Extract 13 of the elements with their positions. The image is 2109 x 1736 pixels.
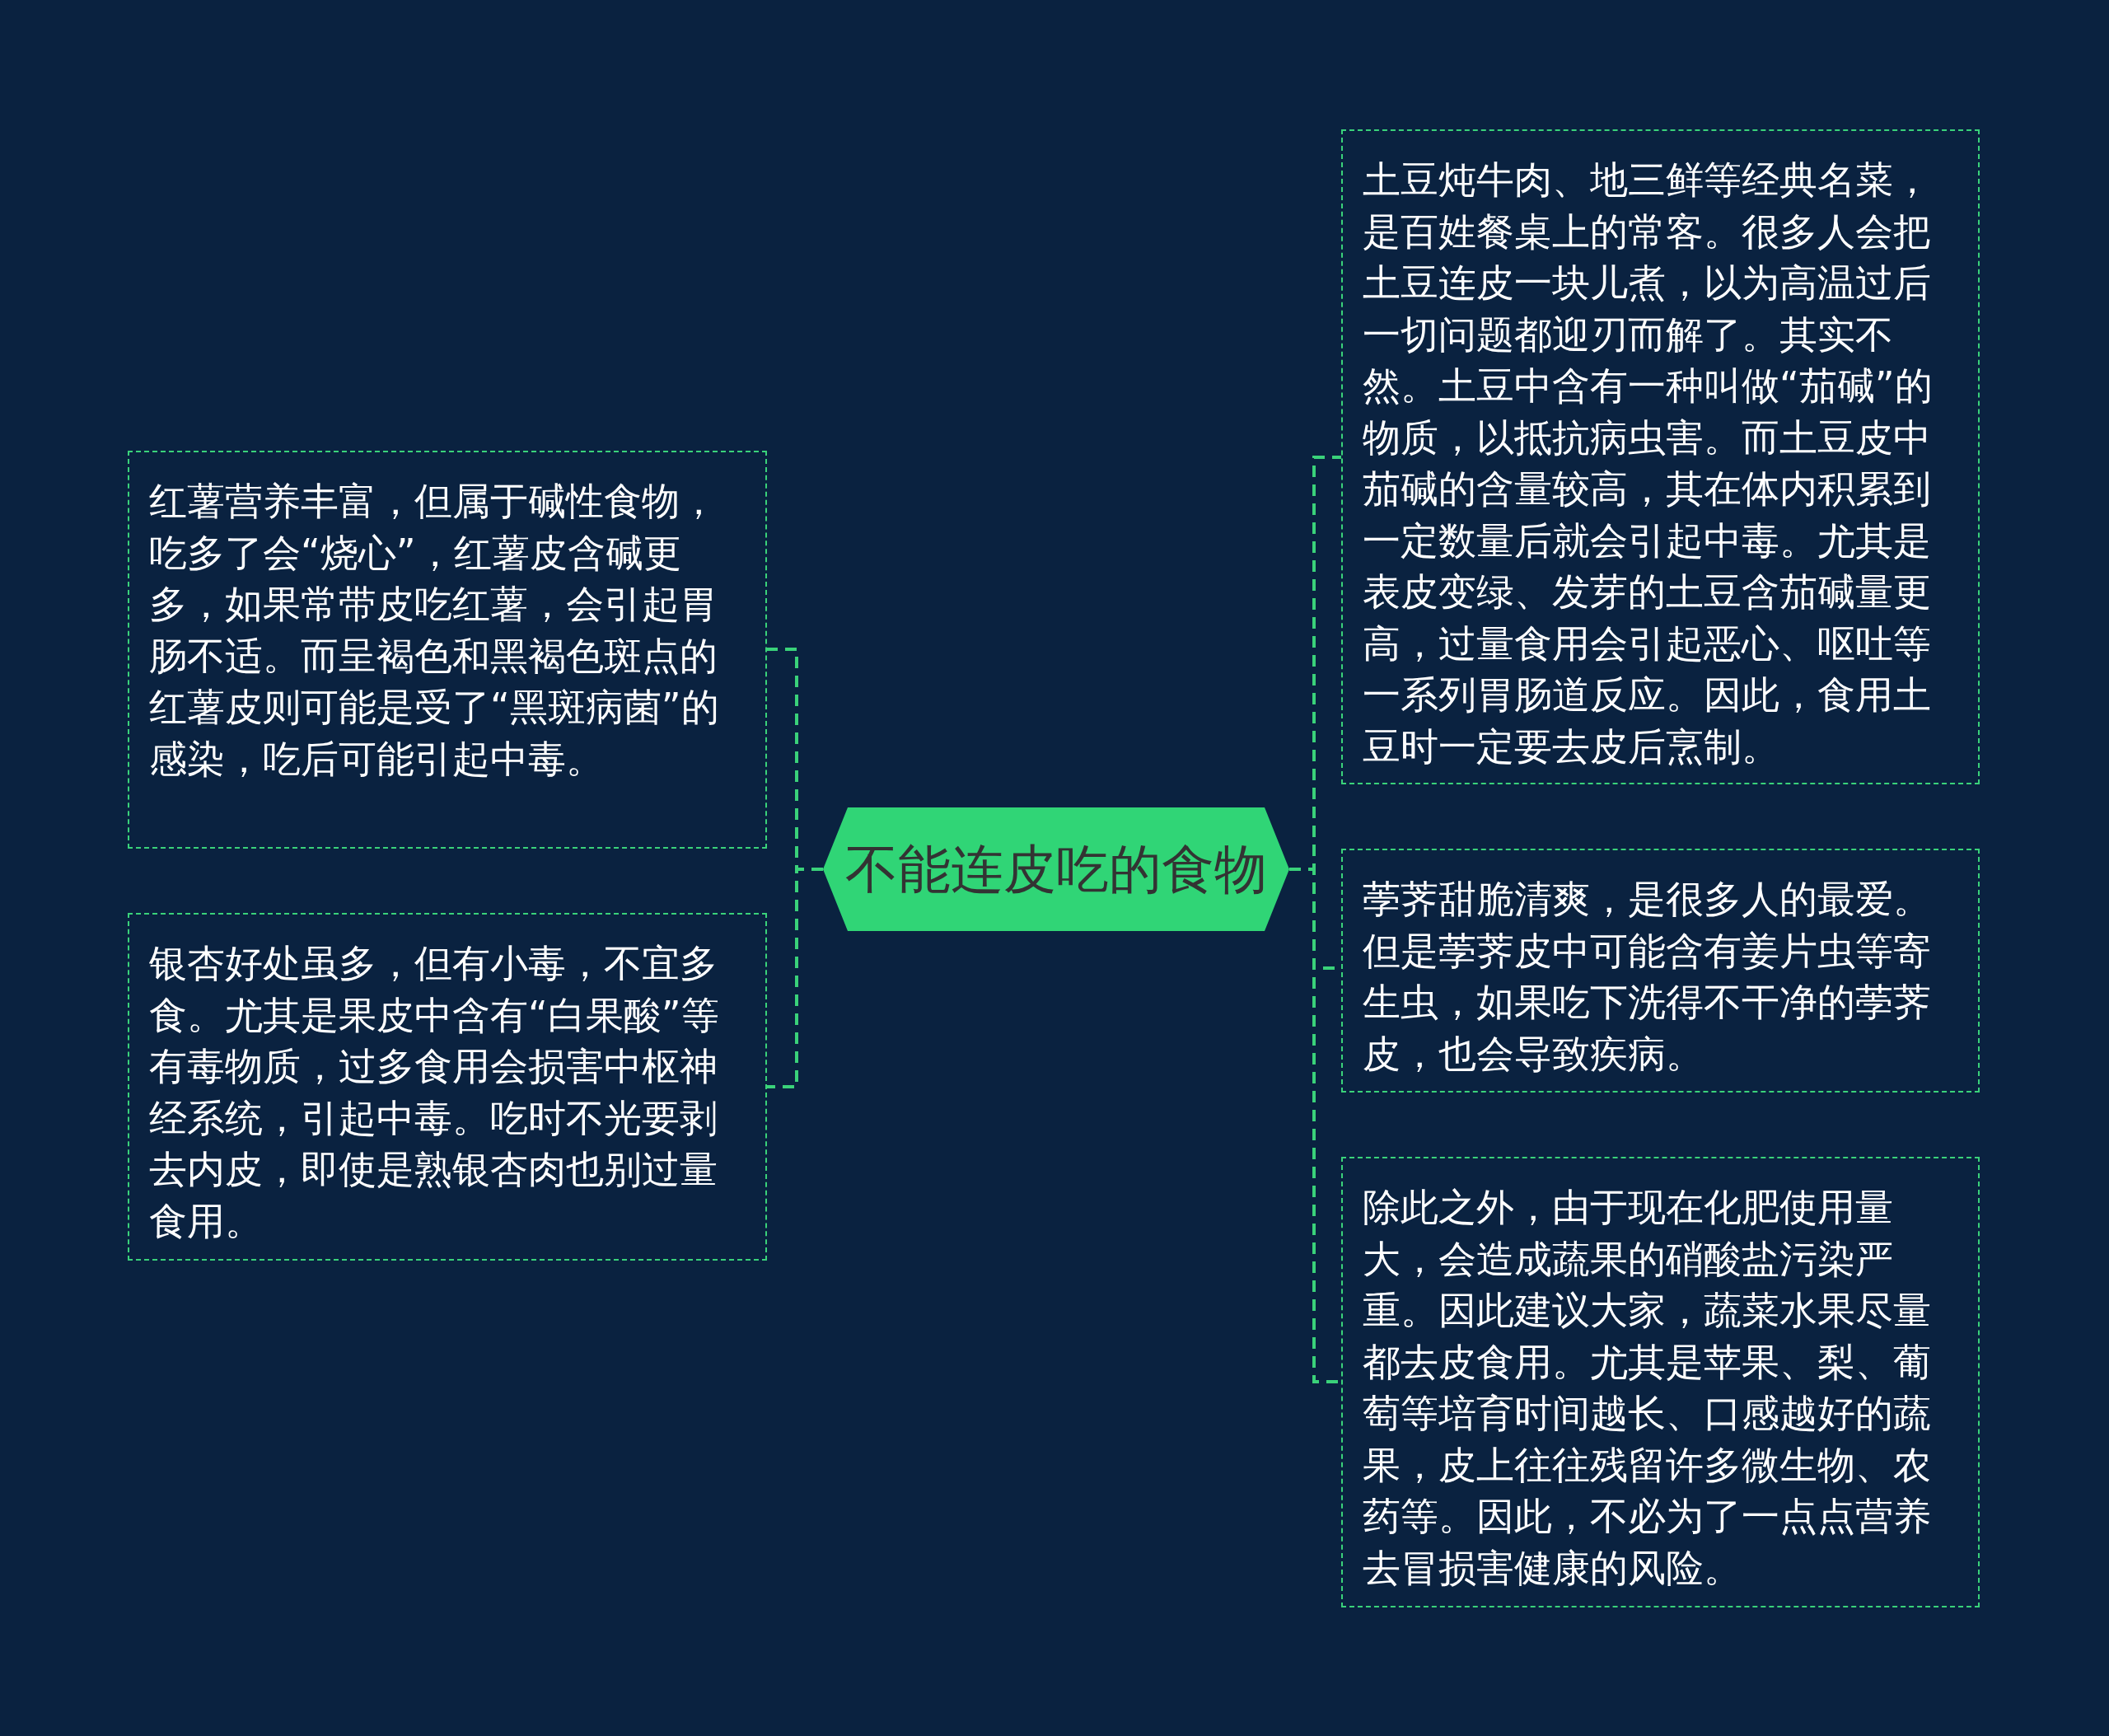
paragraph: 红薯营养丰富，但属于碱性食物，吃多了会“烧心”，红薯皮含碱更多，如果常带皮吃红薯，会引起胃肠不适。而呈褐色和黑褐色斑点的红薯皮则可能是受了“黑斑病菌”的感染，吃后可能引起中毒。 <box>149 478 720 783</box>
paragraph: 荸荠甜脆清爽，是很多人的最爱。但是荸荠皮中可能含有姜片虫等寄生虫，如果吃下洗得不干净的荸荠皮，也会导致疾病。 <box>1363 876 1932 1078</box>
text-box <box>128 451 767 849</box>
text-box <box>1341 1157 1980 1607</box>
text-box <box>128 913 767 1261</box>
connector-line <box>767 868 823 1088</box>
topic-title: 不能连皮吃的食物 <box>844 837 1268 901</box>
text-box <box>1341 849 1980 1093</box>
paragraph: 土豆炖牛肉、地三鲜等经典名菜，是百姓餐桌上的常客。很多人会把土豆连皮一块儿煮，以为高温过后一切问题都迎刃而解了。其实不然。土豆中含有一种叫做“茄碱”的物质，以抵抗病虫害。而土豆皮中茄碱的含量较高，其在体内积累到一定数量后就会引起中毒。尤其是表皮变绿、发芽的土豆含茄碱量更高，过量食用会引起恶心、呕吐等一系列胃肠道反应。因此，食用土豆时一定要去皮后烹制。 <box>1363 157 1934 770</box>
text-box <box>1341 129 1980 784</box>
topic-hexagon <box>823 807 1289 931</box>
paragraph: 除此之外，由于现在化肥使用量大，会造成蔬果的硝酸盐污染严重。因此建议大家，蔬菜水果尽量都去皮食用。尤其是苹果、梨、葡萄等培育时间越长、口感越好的蔬果，皮上往往残留许多微生物、农药等。因此，不必为了一点点营养去冒损害健康的风险。 <box>1363 1184 1932 1592</box>
paragraph: 银杏好处虽多，但有小毒，不宜多食。尤其是果皮中含有“白果酸”等有毒物质，过多食用会损害中枢神经系统，引起中毒。吃时不光要剥去内皮，即使是熟银杏肉也别过量食用。 <box>149 940 720 1245</box>
